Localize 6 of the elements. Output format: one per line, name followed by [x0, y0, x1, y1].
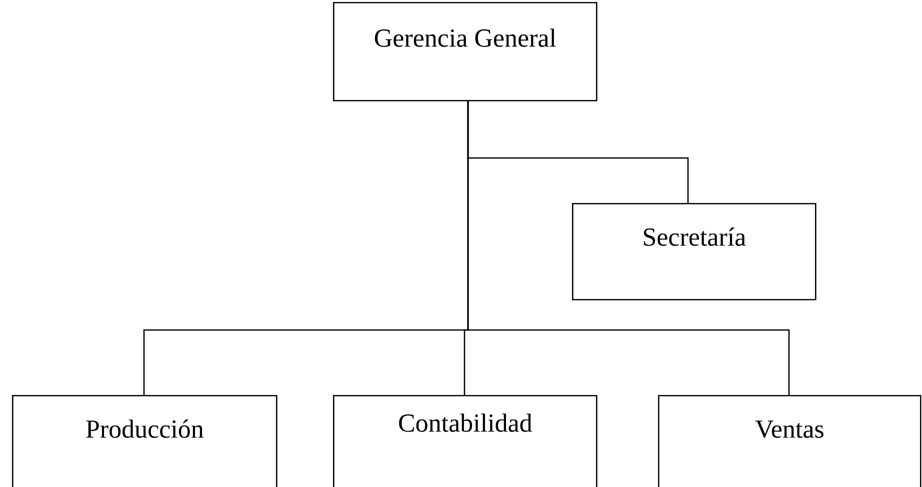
org-box: Gerencia General: [333, 2, 598, 102]
org-box: Producción: [12, 395, 278, 487]
org-box: Ventas: [658, 395, 922, 487]
org-box: Contabilidad: [333, 395, 598, 487]
connector-line: [467, 101, 790, 395]
org-box: Secretaría: [572, 203, 816, 300]
